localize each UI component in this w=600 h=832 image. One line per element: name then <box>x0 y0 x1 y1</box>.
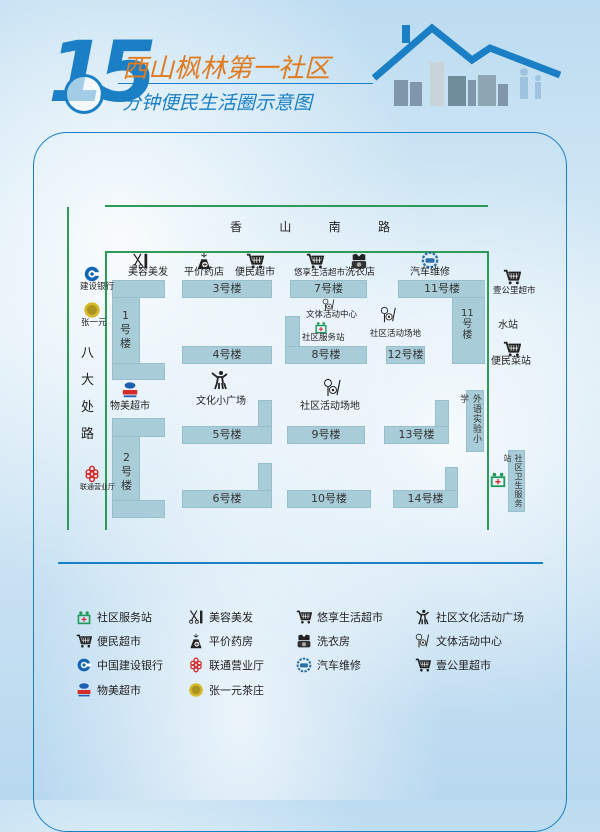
zhangyiyuan-tea-icon <box>83 301 101 319</box>
legend-item: 文体活动中心 <box>415 633 502 649</box>
road-label-badachu: 八大处路 <box>81 347 94 441</box>
building-7: 7号楼 <box>290 280 367 298</box>
vegetable-station-label: 便民菜站 <box>491 356 531 367</box>
foreign-language-school: 外语实验小学 <box>458 390 484 452</box>
building-10: 10号楼 <box>287 490 371 508</box>
wumart-icon <box>121 381 139 399</box>
community-health-station: 社区卫生服务站 <box>503 450 525 512</box>
dancer-icon <box>415 609 431 625</box>
sports-icon <box>380 306 398 324</box>
legend-item: 平价药房 <box>188 633 253 649</box>
pharmacy-label: 平价药店 <box>184 267 224 278</box>
legend-item: 洗衣房 <box>296 633 350 649</box>
building-14: 14号楼 <box>393 490 458 508</box>
cart-icon <box>296 609 312 625</box>
laundry-icon <box>296 633 312 649</box>
road-char: 山 <box>279 220 292 234</box>
community-boundary-left <box>105 251 107 530</box>
building-2-arm <box>112 418 165 437</box>
health-station-icon <box>489 470 507 488</box>
yigongli-market-label: 壹公里超市 <box>493 286 536 296</box>
laundry-label: 洗衣店 <box>345 267 375 278</box>
legend-item: 壹公里超市 <box>415 657 491 673</box>
sports-icon <box>415 633 431 649</box>
road-char: 南 <box>328 220 341 234</box>
activity-ground-label: 社区活动场地 <box>300 401 360 412</box>
legend-item: 悠享生活超市 <box>296 609 383 625</box>
legend-item: 张一元茶庄 <box>188 682 264 698</box>
cart-icon <box>503 268 521 286</box>
service-station-icon <box>76 609 92 625</box>
legend-item: 联通营业厅 <box>188 657 264 673</box>
building-11: 11号楼 <box>398 280 485 298</box>
cart-icon <box>76 633 92 649</box>
pharmacy-icon <box>188 633 204 649</box>
page-subtitle: 分钟便民生活圈示意图 <box>122 92 313 114</box>
salon-label: 美容美发 <box>128 267 168 278</box>
road-char: 处 <box>81 400 95 415</box>
bank-label: 建设银行 <box>80 282 115 292</box>
building-4: 4号楼 <box>182 346 272 364</box>
car-repair-label: 汽车维修 <box>410 267 450 278</box>
building-9: 9号楼 <box>287 426 365 444</box>
building-8: 8号楼 <box>285 346 367 364</box>
road-char: 路 <box>377 220 390 234</box>
zhangyiyuan-tea-icon <box>188 682 204 698</box>
tea-label: 张一元 <box>81 318 107 328</box>
building-1-arm <box>112 280 165 298</box>
youxiang-market-label: 悠享生活超市 <box>294 268 346 278</box>
building-13: 13号楼 <box>384 426 449 444</box>
legend-item: 美容美发 <box>188 609 253 625</box>
service-station-icon <box>314 320 328 334</box>
building-12: 12号楼 <box>386 346 425 364</box>
water-station-label: 水站 <box>498 320 518 331</box>
building-6: 6号楼 <box>182 490 272 508</box>
legend-item: 物美超市 <box>76 682 141 698</box>
legend-item: 汽车维修 <box>296 657 361 673</box>
ccb-bank-icon <box>76 657 92 673</box>
legend-item: 社区文化活动广场 <box>415 609 524 625</box>
sports-icon <box>323 378 343 398</box>
legend-divider <box>58 562 543 564</box>
culture-plaza-label: 文化小广场 <box>196 396 246 407</box>
activity-ground-small-label: 社区活动场地 <box>370 329 422 339</box>
building-3: 3号楼 <box>182 280 272 298</box>
unicom-label: 联通营业厅 <box>80 483 115 491</box>
service-station-label: 社区服务站 <box>302 333 345 343</box>
convenience-market-label: 便民超市 <box>235 267 275 278</box>
building-2-arm <box>112 500 165 518</box>
title-divider <box>118 83 373 84</box>
road-line-left <box>67 207 69 530</box>
road-char: 香 <box>230 220 243 234</box>
page-title: 西山枫林第一社区 <box>122 54 331 84</box>
community-boundary-top <box>105 251 488 253</box>
house-skyline-icon <box>372 23 562 106</box>
ccb-bank-icon <box>83 265 101 283</box>
community-boundary-right <box>487 251 489 530</box>
scissors-icon <box>188 609 204 625</box>
road-line-top <box>105 205 488 207</box>
building-5: 5号楼 <box>182 426 272 444</box>
road-label-xiangshan-south: 香山南路 <box>230 221 390 233</box>
road-char: 路 <box>81 427 95 442</box>
legend-item: 中国建设银行 <box>76 657 163 673</box>
clock-icon <box>64 74 104 114</box>
sports-center-label: 文体活动中心 <box>306 310 358 320</box>
cart-icon <box>415 657 431 673</box>
unicom-icon <box>188 657 204 673</box>
car-repair-icon <box>296 657 312 673</box>
legend-item: 便民超市 <box>76 633 141 649</box>
building-1-arm <box>112 363 165 380</box>
road-char: 八 <box>81 346 95 361</box>
legend-item: 社区服务站 <box>76 609 152 625</box>
road-char: 大 <box>81 373 95 388</box>
unicom-icon <box>83 465 101 483</box>
wumart-label: 物美超市 <box>110 401 150 412</box>
wumart-icon <box>76 682 92 698</box>
dancer-icon <box>210 370 230 390</box>
